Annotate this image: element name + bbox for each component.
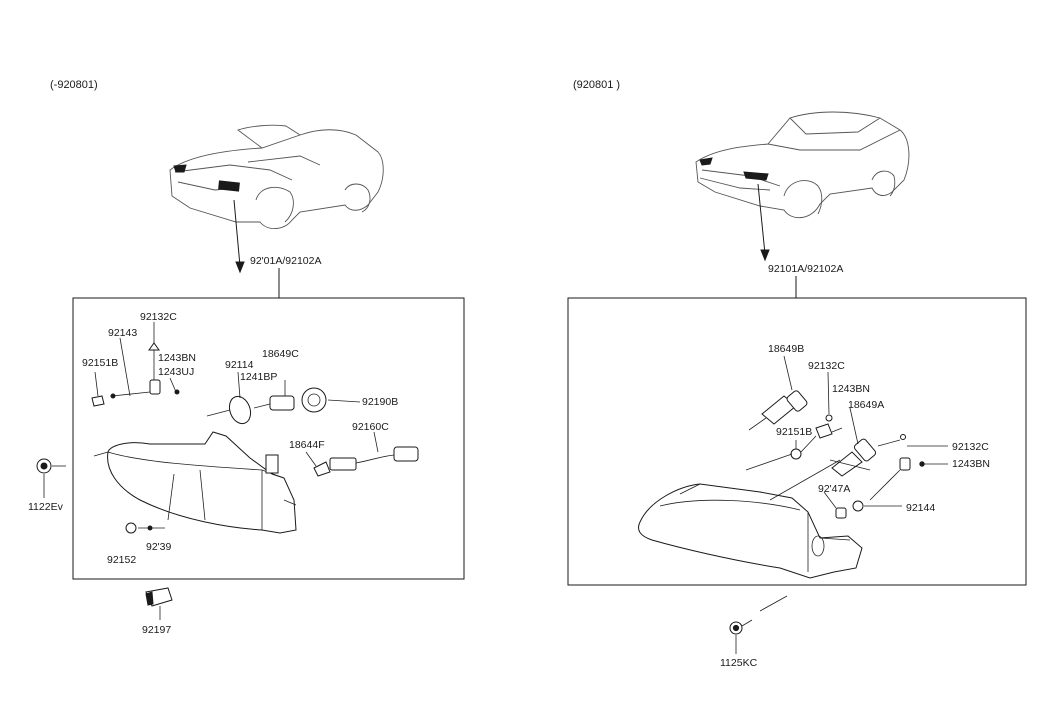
label-92143: 92143	[108, 327, 137, 339]
label-1243BN: 1243BN	[158, 352, 196, 364]
left-outside-bolt	[36, 458, 66, 498]
label-92190B: 92190B	[362, 396, 398, 408]
left-headlamp-marker	[218, 180, 240, 192]
right-parts-box	[567, 297, 1027, 586]
label-18649A: 18649A	[848, 399, 884, 411]
label-18649C: 18649C	[262, 348, 299, 360]
right-outside-bolt	[729, 595, 788, 654]
left-assembly-label: 92'01A/92102A	[250, 255, 322, 267]
label-92151B: 92151B	[82, 357, 118, 369]
label-1122: 1122Ev	[28, 501, 64, 513]
label-1243UJ: 1243UJ	[158, 366, 194, 378]
left-bottom-fasteners	[125, 522, 165, 534]
right-indicator-marker	[699, 157, 713, 166]
left-headlamp-housing	[93, 431, 297, 534]
label-18649B: 18649B	[768, 343, 804, 355]
left-header: (-920801)	[50, 79, 98, 91]
label-92151B-right: 92151B	[776, 426, 812, 438]
right-arrow-icon	[760, 249, 770, 262]
label-18644F: 18644F	[289, 439, 325, 451]
label-92132C-a: 92132C	[808, 360, 845, 372]
left-outside-bracket	[145, 587, 173, 620]
right-header: (920801 )	[573, 79, 620, 91]
right-small-parts-a	[790, 371, 843, 460]
right-bulb-18649A	[831, 407, 901, 477]
label-92139: 92'39	[146, 541, 172, 553]
label-1241BP: 1241BP	[240, 371, 277, 383]
right-bulb-18649B	[748, 355, 808, 431]
right-assembly-label: 92101A/92102A	[768, 263, 843, 275]
label-1243BN-b: 1243BN	[952, 458, 990, 470]
right-headlamp-marker	[743, 171, 769, 181]
label-1125KC: 1125KC	[720, 657, 758, 669]
left-socket-bulb	[206, 371, 361, 425]
left-arrow-icon	[235, 261, 245, 274]
left-indicator-marker	[173, 164, 187, 173]
right-headlamp-housing	[638, 453, 863, 579]
left-wiring-harness	[305, 431, 419, 477]
label-92114: 92114	[225, 359, 254, 371]
left-small-parts	[91, 322, 180, 407]
left-parts-box	[72, 297, 465, 580]
label-92132C: 92132C	[140, 311, 177, 323]
left-car-illustration	[169, 124, 384, 229]
label-92160C: 92160C	[352, 421, 389, 433]
label-92132C-b: 92132C	[952, 441, 989, 453]
label-92152: 92152	[107, 554, 136, 566]
label-92197: 92197	[142, 624, 171, 636]
right-car-illustration	[695, 111, 910, 219]
label-1243BN-a: 1243BN	[832, 383, 870, 395]
right-small-parts-b	[823, 434, 948, 519]
label-92144: 92144	[906, 502, 935, 514]
label-92147A: 92'47A	[818, 483, 850, 495]
